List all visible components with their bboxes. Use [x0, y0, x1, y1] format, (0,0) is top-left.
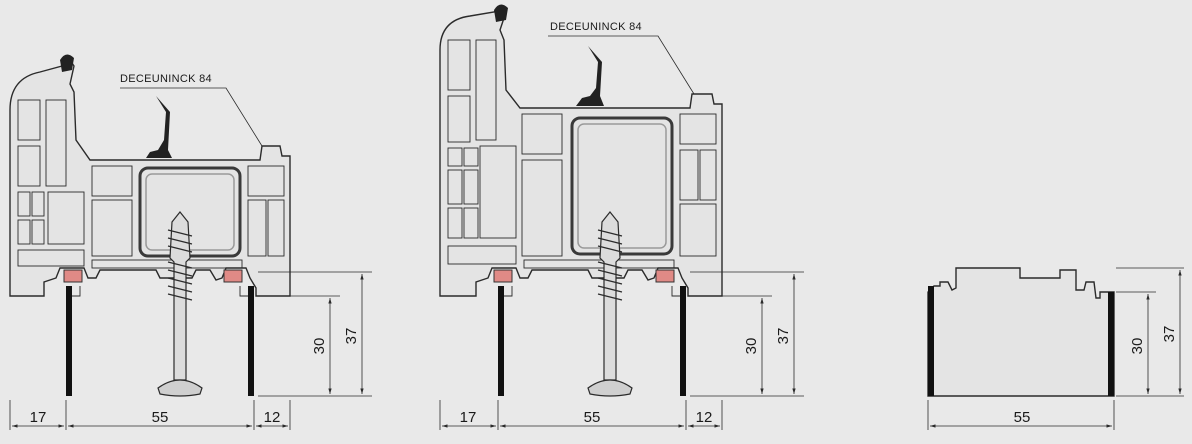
cladding-right-1 [248, 286, 254, 396]
cladding-left-1 [66, 286, 72, 396]
profile-section-2: DECEUNINCK 84 17 55 12 30 37 [439, 4, 804, 430]
gasket-2 [576, 46, 604, 106]
dim-height-inner-3: 30 [1129, 338, 1146, 355]
frame-profile-2 [439, 5, 723, 297]
screw-2 [587, 211, 633, 397]
brand-label-1: DECEUNINCK 84 [120, 73, 212, 85]
screw-1 [157, 211, 203, 397]
seal-left-2 [493, 269, 513, 283]
dim-middle-2: 55 [584, 409, 601, 426]
cladding-profile-3 [927, 267, 1115, 397]
steel-reinforcement-2 [570, 116, 674, 256]
frame-profile-1 [9, 58, 291, 297]
cladding-left-2 [498, 286, 504, 396]
dim-left-1: 17 [30, 409, 47, 426]
dim-height-outer-3: 37 [1161, 326, 1178, 343]
brand-label-2: DECEUNINCK 84 [550, 21, 642, 33]
cladding-right-3 [1108, 292, 1114, 396]
dimension-lines-1 [9, 271, 372, 430]
dim-left-2: 17 [460, 409, 477, 426]
dim-height-inner-2: 30 [743, 338, 760, 355]
dim-height-outer-2: 37 [775, 328, 792, 345]
cladding-section-3: 55 30 37 [927, 267, 1184, 430]
dim-middle-1: 55 [152, 409, 169, 426]
dim-right-2: 12 [696, 409, 713, 426]
dim-height-inner-1: 30 [311, 338, 328, 355]
seal-right-1 [223, 269, 243, 283]
dimension-lines-2 [439, 271, 804, 430]
dim-right-1: 12 [264, 409, 281, 426]
dimension-lines-3 [927, 267, 1184, 430]
seal-left-1 [63, 269, 83, 283]
dim-height-outer-1: 37 [343, 328, 360, 345]
dim-middle-3: 55 [1014, 409, 1031, 426]
seal-right-2 [655, 269, 675, 283]
cladding-left-3 [928, 286, 934, 396]
cladding-right-2 [680, 286, 686, 396]
gasket-1 [146, 96, 172, 158]
profile-section-1: DECEUNINCK 84 17 55 12 30 37 [9, 54, 372, 430]
